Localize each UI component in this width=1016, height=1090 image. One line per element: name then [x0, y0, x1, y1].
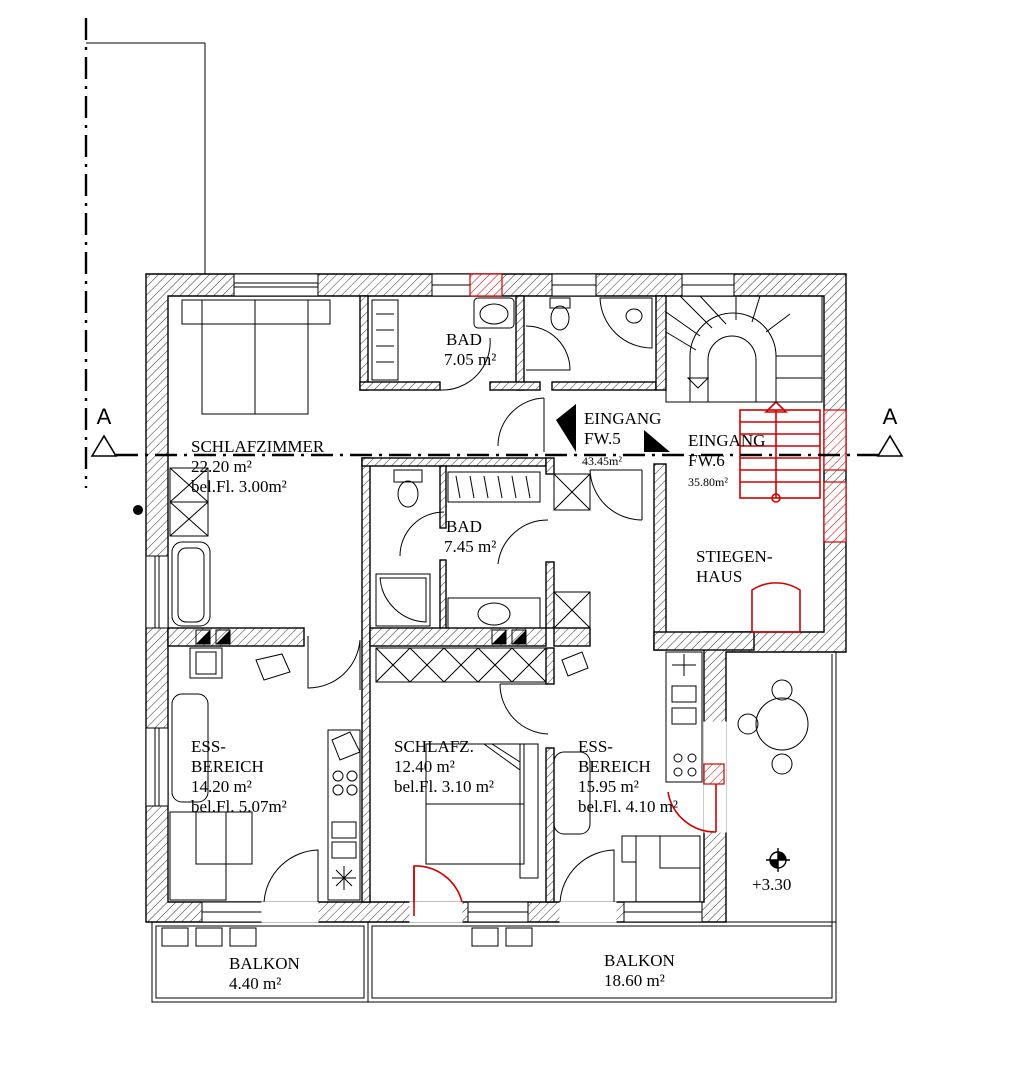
bathroom-fixtures [371, 297, 653, 629]
staircase [665, 295, 823, 403]
doors [263, 325, 643, 903]
kitchen-dining [169, 541, 703, 903]
room-name-eingang-5: EINGANG [584, 409, 661, 428]
new-construction [413, 273, 847, 916]
room-area-schlafzimmer: 22.20 m² [191, 457, 252, 476]
beds [181, 299, 539, 879]
room-area-ess-1: 14.20 m² [191, 777, 252, 796]
room-area-bad-1: 7.05 m² [444, 350, 496, 369]
wardrobes [169, 467, 591, 683]
windows [145, 273, 735, 923]
room-area-balkon-1: 4.40 m² [229, 974, 281, 993]
room-name-ess-2-line2: BEREICH [578, 757, 651, 776]
elevation-label: +3.30 [752, 875, 791, 894]
room-area-eingang-5: 43.45m² [582, 454, 622, 468]
room-area-balkon-2: 18.60 m² [604, 971, 665, 990]
room-bel-schlafzimmer: bel.Fl. 3.00m² [191, 477, 287, 496]
room-name-stiegenhaus-1: STIEGEN- [696, 547, 773, 566]
room-name-balkon-2: BALKON [604, 951, 675, 970]
room-name-stiegenhaus-2: HAUS [696, 567, 742, 586]
room-name-schlafzimmer: SCHLAFZIMMER [191, 437, 325, 456]
section-mark-right: A [883, 404, 898, 429]
elevation-marker [766, 848, 790, 872]
room-name-eingang-6: EINGANG [688, 431, 765, 450]
room-name-ess-2-line1: ESS- [578, 737, 613, 756]
section-mark-left: A [97, 404, 112, 429]
room-area-ess-2: 15.95 m² [578, 777, 639, 796]
property-line [84, 18, 206, 488]
room-bel-ess-2: bel.Fl. 4.10 m² [578, 797, 678, 816]
room-name-schlafz: SCHLAFZ. [394, 737, 474, 756]
room-name-bad-2: BAD [446, 517, 482, 536]
room-bel-ess-1: bel.Fl. 5.07m² [191, 797, 287, 816]
room-area-schlafz: 12.40 m² [394, 757, 455, 776]
balcony-outlines [151, 649, 837, 1003]
room-name-bad-1: BAD [446, 330, 482, 349]
room-name-balkon-1: BALKON [229, 954, 300, 973]
room-name-ess-1-line2: BEREICH [191, 757, 264, 776]
shafts [195, 629, 527, 645]
room-area-eingang-6: 35.80m² [688, 475, 728, 489]
room-unit-eingang-5: FW.5 [584, 429, 621, 448]
room-unit-eingang-6: FW.6 [688, 451, 725, 470]
room-area-bad-2: 7.45 m² [444, 537, 496, 556]
room-name-ess-1-line1: ESS- [191, 737, 226, 756]
room-bel-schlafz: bel.Fl. 3.10 m² [394, 777, 494, 796]
section-line [90, 404, 904, 515]
balcony-furniture [161, 679, 809, 947]
